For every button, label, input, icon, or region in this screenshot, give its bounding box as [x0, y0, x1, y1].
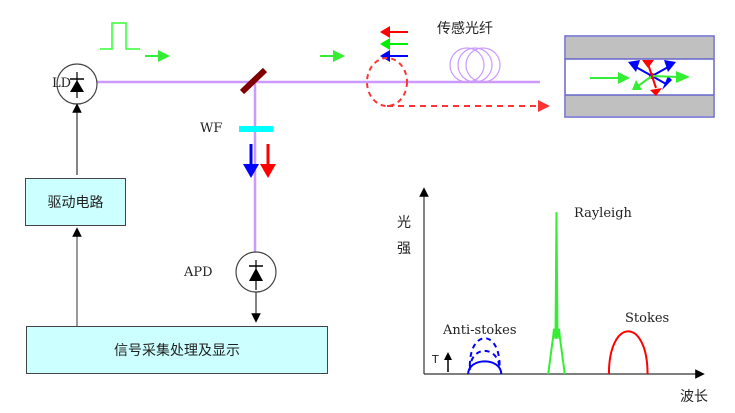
- series-anti-stokes: [467, 360, 503, 375]
- apd-photodiode-icon: [235, 251, 277, 293]
- ld-label: LD: [52, 76, 72, 91]
- temperature-up-arrow-icon: [444, 352, 452, 372]
- scatter-point-dashed-circle: [366, 57, 408, 107]
- pulse-direction-arrow-icon: [145, 50, 170, 62]
- sensing-fiber-label: 传感光纤: [437, 21, 493, 37]
- forward-light-arrow-icon: [320, 50, 345, 62]
- stokes-down-arrow-icon: [260, 144, 276, 178]
- backscatter-red-arrow-icon: [380, 26, 408, 38]
- series-anti-stokes-temperature-shift-2: [468, 337, 501, 367]
- apd-label: APD: [184, 265, 213, 280]
- stokes-label: Stokes: [625, 311, 670, 326]
- anti-stokes-label: Anti-stokes: [443, 323, 517, 338]
- series-stokes: [607, 330, 649, 375]
- temperature-label: T: [432, 353, 439, 366]
- pulse-icon: [100, 22, 140, 50]
- drive-circuit-box: 驱动电路: [25, 178, 126, 226]
- spectrum-chart: [419, 187, 705, 379]
- wf-label: WF: [200, 121, 223, 136]
- fiber-cross-section-inset: [564, 35, 715, 118]
- anti-stokes-down-arrow-icon: [243, 144, 259, 178]
- y-axis-label: 光强: [397, 215, 411, 257]
- series-rayleigh: [547, 212, 566, 375]
- backscatter-green-arrow-icon: [380, 38, 408, 50]
- sensing-fiber-coil-icon: [449, 47, 501, 83]
- wf-filter: [239, 126, 273, 132]
- signal-processing-box: 信号采集处理及显示: [26, 326, 328, 374]
- beam-splitter-mirror: [239, 67, 268, 95]
- x-axis-label: 波长: [680, 389, 708, 405]
- ld-laser-diode-icon: [56, 63, 98, 105]
- rayleigh-label: Rayleigh: [574, 206, 632, 221]
- magnify-arrow-icon: [538, 100, 550, 112]
